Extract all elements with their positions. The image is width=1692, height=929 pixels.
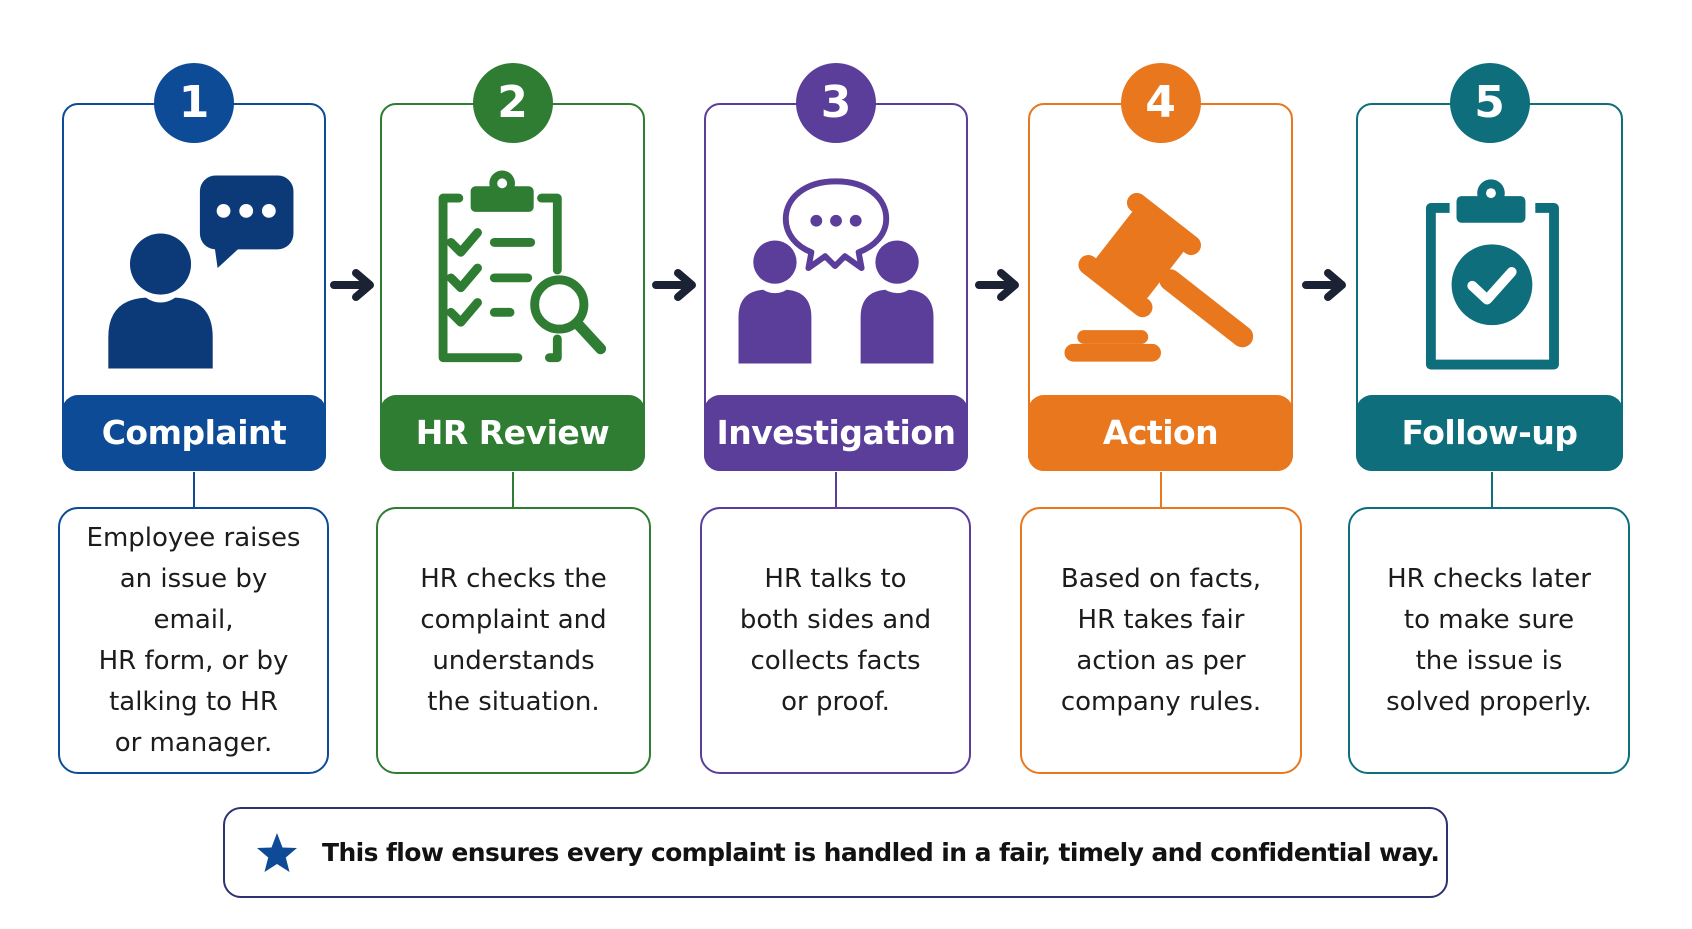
step-card-follow-up: 5 Follow-up	[1356, 63, 1623, 471]
step-description: Employee raises an issue by email, HR fo…	[86, 522, 301, 758]
person-speech-bubble-icon	[64, 160, 324, 380]
step-title: Complaint	[62, 395, 326, 471]
step-number-badge: 1	[154, 63, 234, 143]
arrow-right-icon	[652, 268, 698, 302]
connector-line	[193, 472, 195, 507]
arrow-right-icon	[330, 268, 376, 302]
clipboard-checklist-magnifier-icon	[382, 160, 643, 380]
arrow-right-icon	[1302, 268, 1348, 302]
step-description: HR talks to both sides and collects fact…	[739, 563, 932, 717]
step-title: Follow-up	[1356, 395, 1623, 471]
connector-line	[512, 472, 514, 507]
step-number-badge: 3	[796, 63, 876, 143]
step-card-action: 4 Action	[1028, 63, 1293, 471]
step-description: HR checks later to make sure the issue i…	[1386, 563, 1592, 717]
arrow-right-icon	[975, 268, 1021, 302]
connector-line	[1491, 472, 1493, 507]
connector-line	[835, 472, 837, 507]
summary-banner: This flow ensures every complaint is han…	[223, 807, 1448, 898]
step-number-badge: 5	[1449, 63, 1530, 143]
step-card-hr-review: 2 HR Review	[380, 63, 645, 471]
step-description: HR checks the complaint and understands …	[420, 563, 607, 717]
step-description-box: HR checks later to make sure the issue i…	[1348, 507, 1630, 774]
step-description-box: Based on facts, HR takes fair action as …	[1020, 507, 1302, 774]
step-description-box: HR talks to both sides and collects fact…	[700, 507, 971, 774]
step-number-badge: 2	[472, 63, 553, 143]
step-number-badge: 4	[1120, 63, 1201, 143]
step-title: Action	[1028, 395, 1293, 471]
two-people-conversation-icon	[706, 160, 966, 380]
connector-line	[1160, 472, 1162, 507]
step-description-box: Employee raises an issue by email, HR fo…	[58, 507, 329, 774]
step-description-box: HR checks the complaint and understands …	[376, 507, 651, 774]
step-title: Investigation	[704, 395, 968, 471]
step-card-investigation: 3 Investigation	[704, 63, 968, 471]
step-title: HR Review	[380, 395, 645, 471]
clipboard-check-icon	[1358, 160, 1621, 380]
star-icon	[255, 831, 299, 875]
gavel-icon	[1030, 160, 1291, 380]
step-card-complaint: 1 Complaint	[62, 63, 326, 471]
step-description: Based on facts, HR takes fair action as …	[1060, 563, 1262, 717]
summary-text: This flow ensures every complaint is han…	[322, 838, 1440, 867]
